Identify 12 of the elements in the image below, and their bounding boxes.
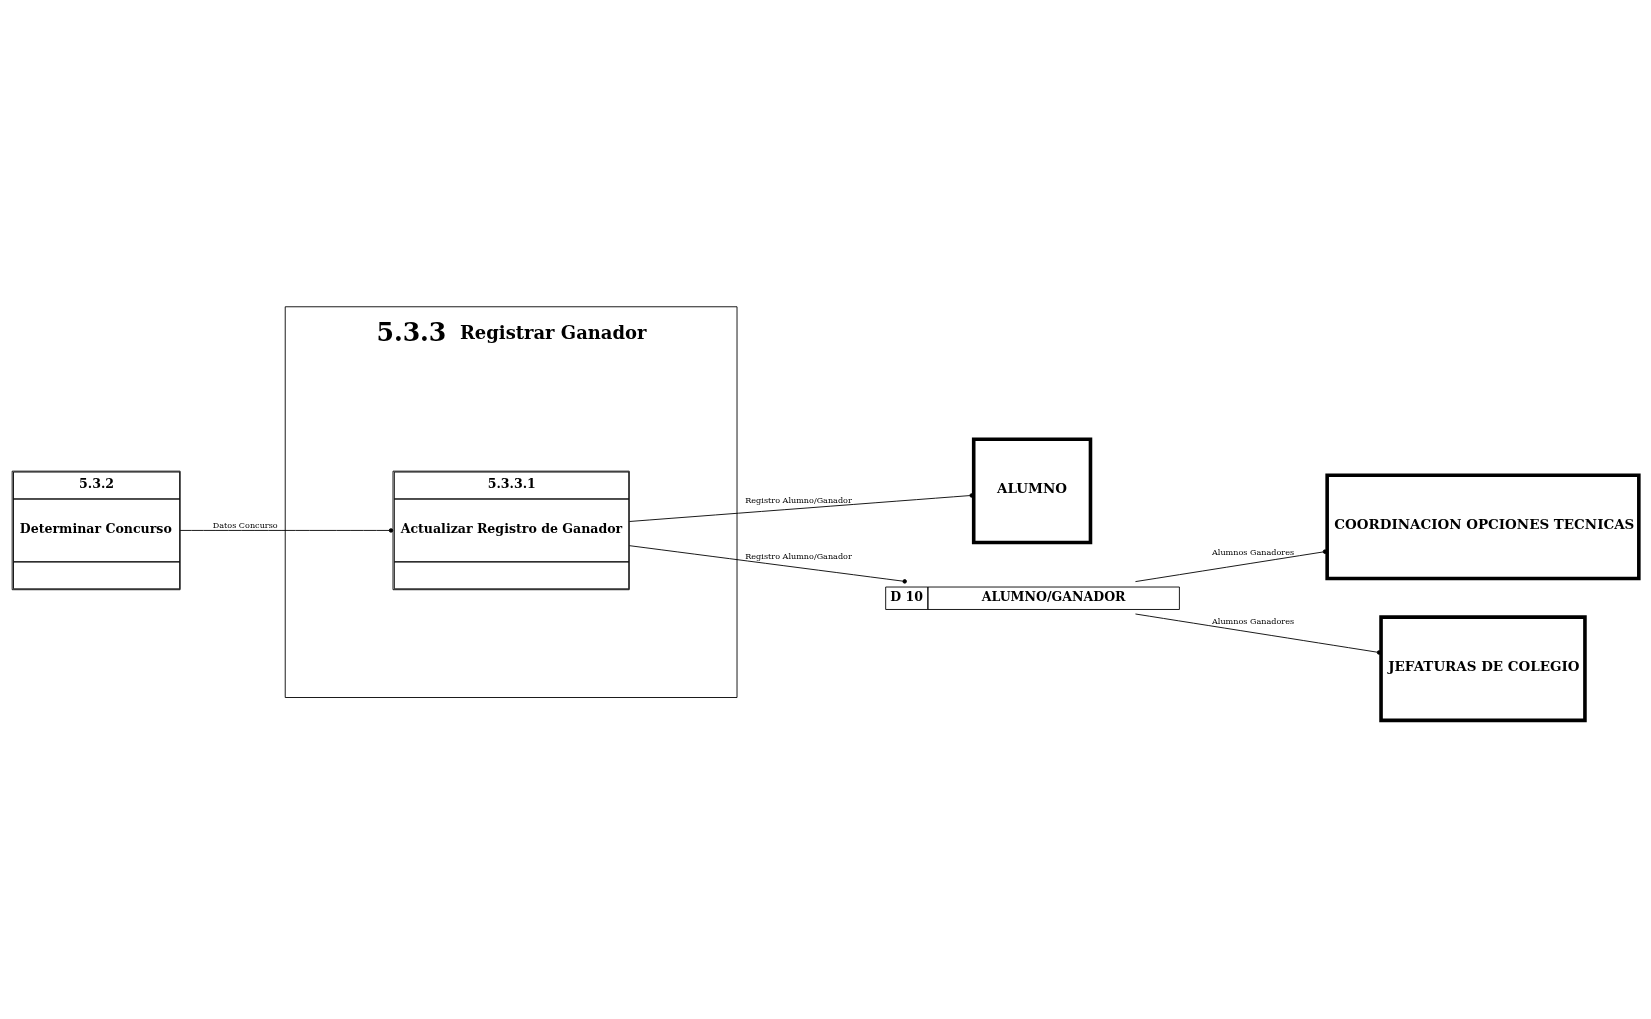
edge-label: Registro Alumno/Ganador (745, 494, 852, 505)
connector (629, 492, 974, 522)
node-box: COORDINACION OPCIONES TECNICAS (1325, 472, 1641, 580)
edge-label: Alumnos Ganadores (1211, 546, 1295, 557)
connector (629, 544, 907, 584)
connector (1135, 548, 1328, 582)
connector (1135, 613, 1382, 655)
edge-label: Alumnos Ganadores (1211, 615, 1295, 626)
edge-label: Registro Alumno/Ganador (745, 550, 852, 561)
connector (179, 527, 394, 533)
edge-label: Datos Concurso (212, 519, 278, 530)
node-box: JEFATURAS DE COLEGIO (1379, 614, 1587, 722)
